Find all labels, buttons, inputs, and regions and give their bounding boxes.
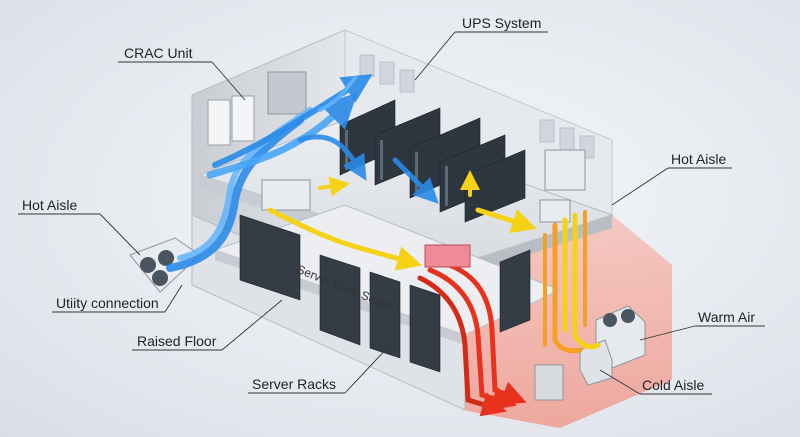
lower-server-racks (239, 214, 531, 373)
warm-air-units (534, 305, 646, 401)
label-hot-aisle-right: Hot Aisle (671, 151, 727, 167)
ups-units (261, 149, 586, 223)
pdu-block (424, 244, 471, 268)
crac-units (207, 71, 307, 146)
label-ups-system: UPS System (462, 15, 542, 31)
warm-air-flows (267, 170, 601, 354)
cool-air-flows (166, 73, 439, 272)
leader-lines (18, 31, 765, 395)
hot-aisle-fan-unit (129, 237, 201, 293)
label-utility-connection: Utiity connection (56, 295, 159, 311)
label-hot-aisle-left: Hot Aisle (22, 197, 78, 213)
label-raised-floor: Raised Floor (137, 333, 217, 349)
label-crac-unit: CRAC Unit (124, 45, 193, 61)
label-server-racks: Server Racks (252, 376, 337, 392)
label-warm-air: Warm Air (698, 309, 756, 325)
label-cold-aisle: Cold Aisle (642, 377, 705, 393)
